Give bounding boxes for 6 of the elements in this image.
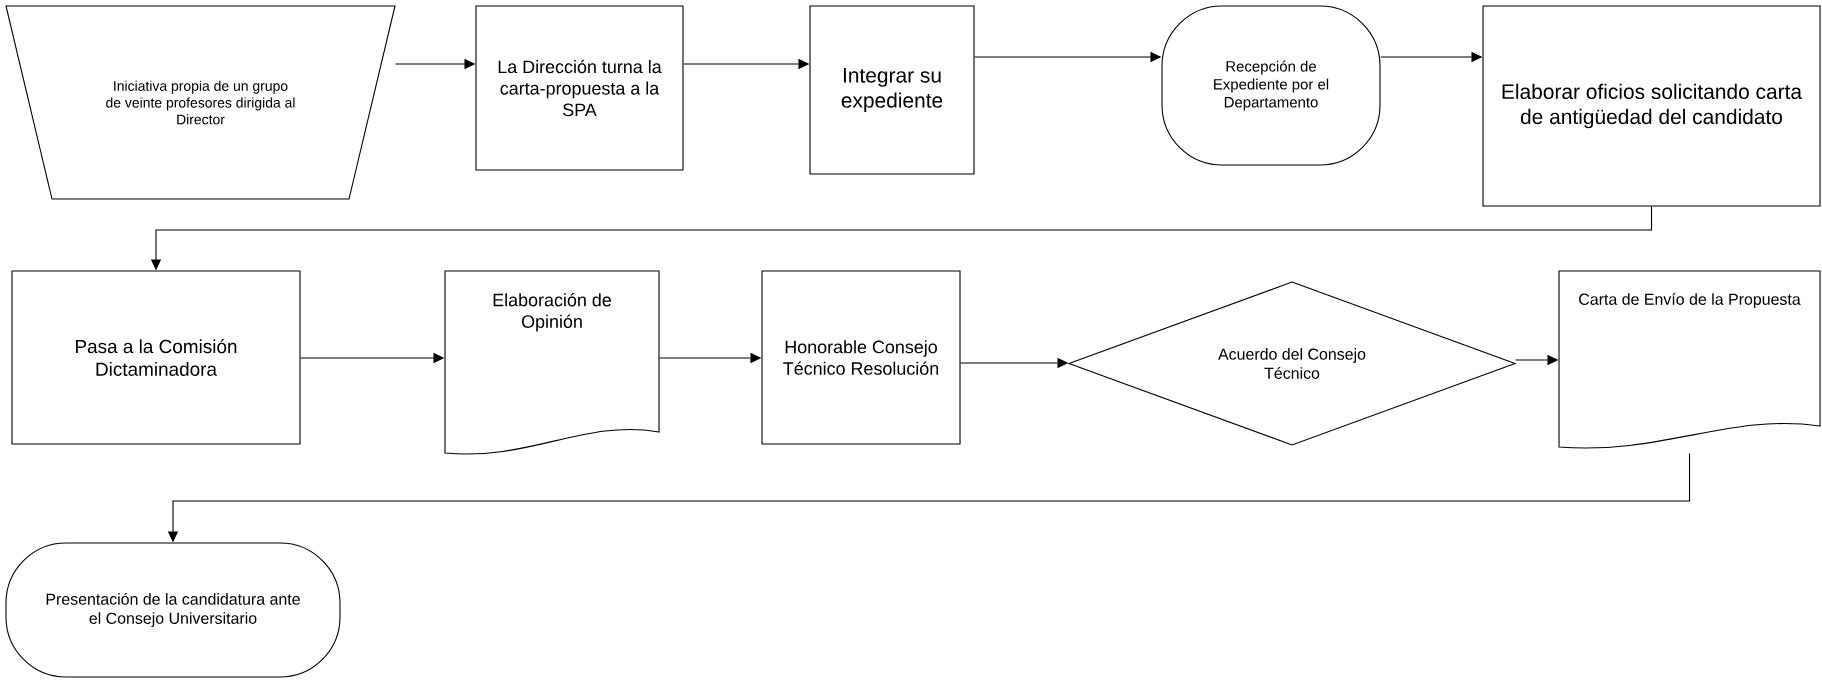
process-box: La Dirección turna la carta-propuesta a la SPA xyxy=(475,5,684,171)
process-box: Elaborar oficios solicitando carta de antigüedad del candidato xyxy=(1482,5,1821,207)
trapezoid-box: Iniciativa propia de un grupo de veinte profesores dirigida al Director xyxy=(5,5,396,200)
process-box: Pasa a la Comisión Dictaminadora xyxy=(11,270,301,445)
process-box: Honorable Consejo Técnico Resolución xyxy=(761,270,961,445)
process-box: Integrar su expediente xyxy=(809,5,975,175)
